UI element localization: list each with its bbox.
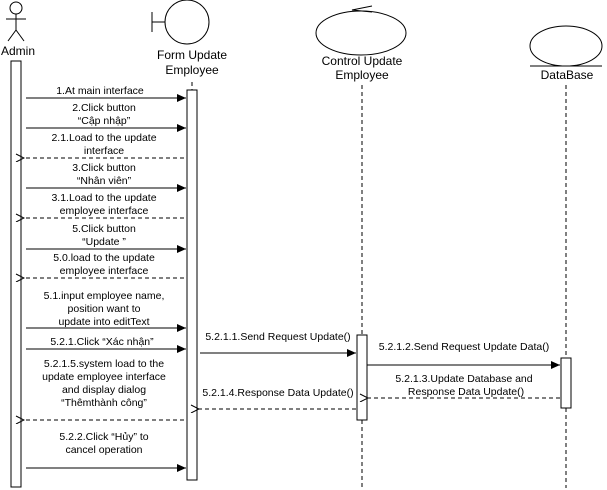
boundary-icon [151, 0, 210, 45]
msg-8-line3: update into editText [58, 316, 149, 328]
msg-9-line1: 5.2.1.Click “Xác nhận” [50, 336, 154, 348]
form-label-line1: Form Update [157, 48, 227, 62]
msg-4-line1: 3.Click button [72, 162, 136, 174]
database-label: DataBase [541, 68, 594, 82]
control-activation [356, 334, 368, 421]
admin-label: Admin [1, 44, 35, 58]
message-labels: 1.At main interface 2.Click button “Cập … [42, 85, 549, 456]
msg-1-line1: 1.At main interface [56, 85, 144, 97]
msg-8-line1: 5.1.input employee name, [44, 290, 165, 302]
msg-10-line3: and display dialog [62, 384, 146, 396]
msg-2-line2: “Cập nhập” [78, 115, 131, 127]
admin-actor-icon [6, 1, 26, 42]
msg-5-line1: 3.1.Load to the update [51, 192, 156, 204]
msg-14-line2: Response Data Update() [408, 386, 524, 398]
msg-10-line4: “Thêmthành công” [61, 397, 147, 409]
msg-6-line1: 5.Click button [72, 223, 136, 235]
msg-4-line2: “Nhân viên” [77, 175, 132, 187]
msg-7-line2: employee interface [60, 265, 149, 277]
entity-icon [529, 25, 603, 67]
database-activation [560, 357, 572, 409]
msg-6-line2: “Update ” [82, 236, 126, 248]
msg-5-line2: employee interface [60, 205, 149, 217]
form-label-line2: Employee [165, 63, 219, 77]
msg-2-line1: 2.Click button [72, 102, 136, 114]
msg-10-line2: update employee interface [42, 371, 166, 383]
msg-14-line1: 5.2.1.3.Update Database and [395, 373, 532, 385]
msg-10-line1: 5.2.1.5.system load to the [44, 358, 164, 370]
message-arrows [24, 94, 560, 472]
form-activation [186, 89, 198, 481]
msg-11-line2: cancel operation [65, 444, 142, 456]
control-icon [315, 5, 407, 56]
control-label-line1: Control Update [322, 54, 403, 68]
msg-8-line2: position want to [68, 303, 141, 315]
lifelines [191, 82, 567, 488]
msg-12-line1: 5.2.1.1.Send Request Update() [205, 331, 350, 343]
msg-13-line1: 5.2.1.2.Send Request Update Data() [379, 341, 549, 353]
msg-3-line1: 2.1.Load to the update [51, 132, 156, 144]
msg-7-line1: 5.0.load to the update [53, 252, 155, 264]
admin-activation [10, 60, 22, 488]
msg-3-line2: interface [84, 145, 124, 157]
msg-15-line1: 5.2.1.4.Response Data Update() [202, 387, 353, 399]
msg-11-line1: 5.2.2.Click “Hủy” to [59, 431, 148, 443]
control-label-line2: Employee [335, 68, 389, 82]
